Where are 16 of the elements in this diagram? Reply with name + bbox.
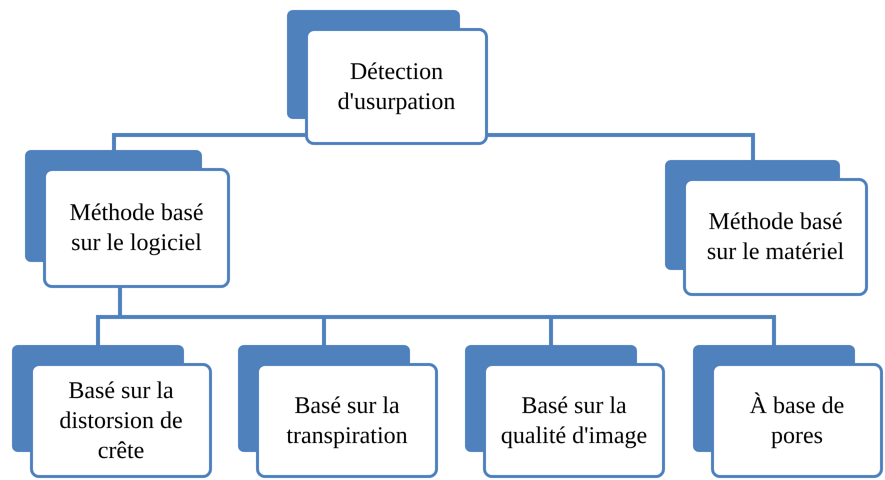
- process-box: [238, 345, 438, 478]
- connector-line: [488, 133, 755, 160]
- connector-line: [112, 133, 305, 150]
- process-box: [12, 345, 212, 478]
- process-box: [465, 345, 665, 478]
- process-box: [25, 150, 230, 288]
- node-label: Méthode basé sur le matériel: [706, 208, 846, 267]
- node-label: Basé sur la transpiration: [285, 392, 409, 450]
- process-box: [287, 10, 488, 145]
- node-label: À base de pores: [748, 391, 846, 450]
- process-box: [693, 345, 883, 478]
- process-box: [665, 160, 868, 296]
- node-label: Méthode basé sur le logiciel: [68, 199, 204, 258]
- node-label: Basé sur la qualité d'image: [500, 392, 648, 450]
- node-label: Basé sur la distorsion de crête: [58, 376, 184, 466]
- node-label: Détection d'usurpation: [336, 58, 456, 116]
